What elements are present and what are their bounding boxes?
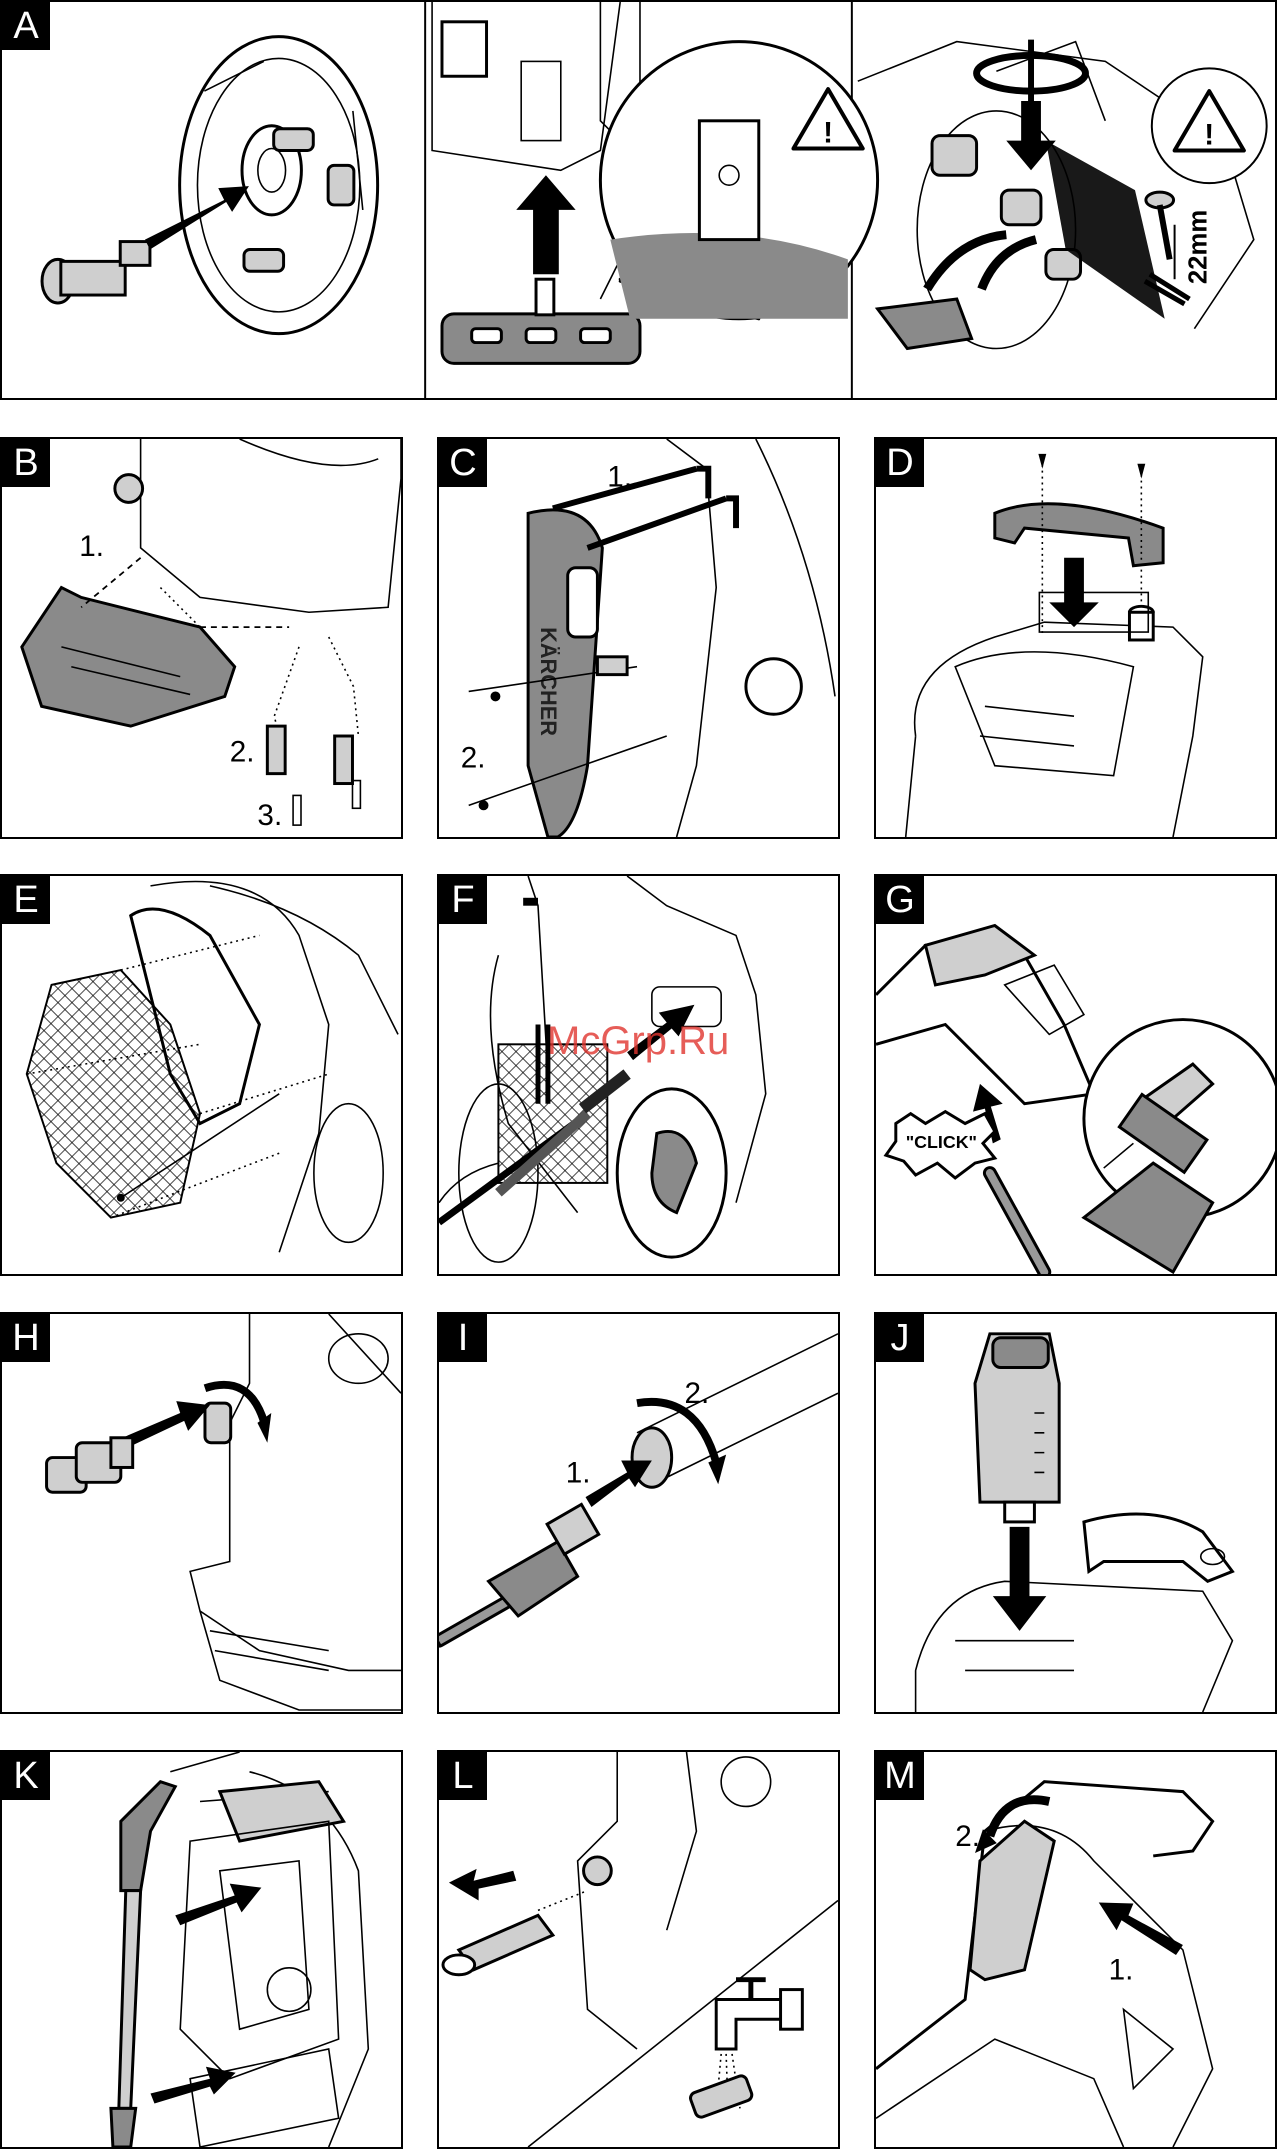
step-label: 2. [230, 736, 255, 769]
panel-letter: L [439, 1752, 487, 1800]
panel-k-illustration [2, 1752, 401, 2147]
arrow-icon [516, 175, 575, 274]
warning-triangle-icon: ! [1152, 68, 1267, 183]
panel-g-illustration: "CLICK" [876, 876, 1275, 1274]
panel-m-illustration: 2. 1. [876, 1752, 1275, 2147]
hose-connector-drawing [439, 1504, 599, 1640]
step-label: 2. [461, 742, 486, 775]
hose-adapter-drawing [47, 1438, 133, 1492]
panel-l-illustration [439, 1752, 838, 2147]
panel-letter: H [2, 1314, 50, 1362]
arrow-icon [1099, 1902, 1183, 1954]
panel-f-illustration [439, 876, 838, 1274]
panel-j-illustration [876, 1314, 1275, 1712]
water-tap-icon [716, 1980, 802, 2049]
click-label: "CLICK" [906, 1132, 977, 1152]
step-label: 1. [1109, 1954, 1134, 1987]
panel-i: I 2. 1. [437, 1312, 840, 1714]
panel-a: A [0, 0, 1277, 400]
panel-d: D [874, 437, 1277, 839]
panel-j: J [874, 1312, 1277, 1714]
panel-f: F McGrp.Ru [437, 874, 840, 1276]
panel-letter: J [876, 1314, 924, 1362]
step-label: 1. [607, 461, 632, 494]
detergent-bottle-drawing [975, 1334, 1059, 1522]
panel-b: B 1. 2. 3. [0, 437, 403, 839]
arrow-icon [449, 1869, 516, 1901]
panel-h-illustration [2, 1314, 401, 1712]
panel-letter: M [876, 1752, 924, 1800]
step-label: 3. [257, 799, 282, 832]
panel-letter: D [876, 439, 924, 487]
panel-letter: I [439, 1314, 487, 1362]
panel-letter: F [439, 876, 487, 924]
watermark: McGrp.Ru [547, 1019, 729, 1064]
panel-i-illustration: 2. 1. [439, 1314, 838, 1712]
step-label: 1. [566, 1456, 591, 1489]
panel-d-illustration [876, 439, 1275, 837]
hose-reel-drawing [180, 37, 378, 334]
panel-b-illustration: 1. 2. 3. [2, 439, 401, 837]
step-label: 2. [685, 1377, 710, 1410]
panel-letter: K [2, 1752, 50, 1800]
panel-letter: G [876, 876, 924, 924]
arrow-icon [1006, 101, 1056, 170]
axle-pin-drawing [42, 242, 150, 303]
panel-letter: E [2, 876, 50, 924]
panel-letter: B [2, 439, 50, 487]
panel-h: H [0, 1312, 403, 1714]
svg-text:!: ! [823, 117, 833, 150]
panel-e: E [0, 874, 403, 1276]
panel-c: C KÄRCHER 1. 2. [437, 437, 840, 839]
panel-c-illustration: KÄRCHER 1. 2. [439, 439, 838, 837]
arrow-icon [993, 1527, 1046, 1631]
panel-k: K [0, 1750, 403, 2149]
panel-m: M 2. 1. [874, 1750, 1277, 2149]
pressure-gun-drawing [121, 1782, 175, 1891]
step-label: 2. [955, 1820, 980, 1853]
panel-l: L [437, 1750, 840, 2149]
panel-e-illustration [2, 876, 401, 1274]
step-label: 1. [79, 530, 104, 563]
panel-a-illustration: ! ! 22mm [2, 2, 1275, 398]
svg-text:!: ! [1204, 119, 1214, 152]
panel-g: G "CLICK" [874, 874, 1277, 1276]
screw-detail-drawing [1145, 192, 1190, 304]
screw-length-label: 22mm [1184, 210, 1212, 284]
panel-letter: A [2, 2, 50, 50]
panel-letter: C [439, 439, 487, 487]
